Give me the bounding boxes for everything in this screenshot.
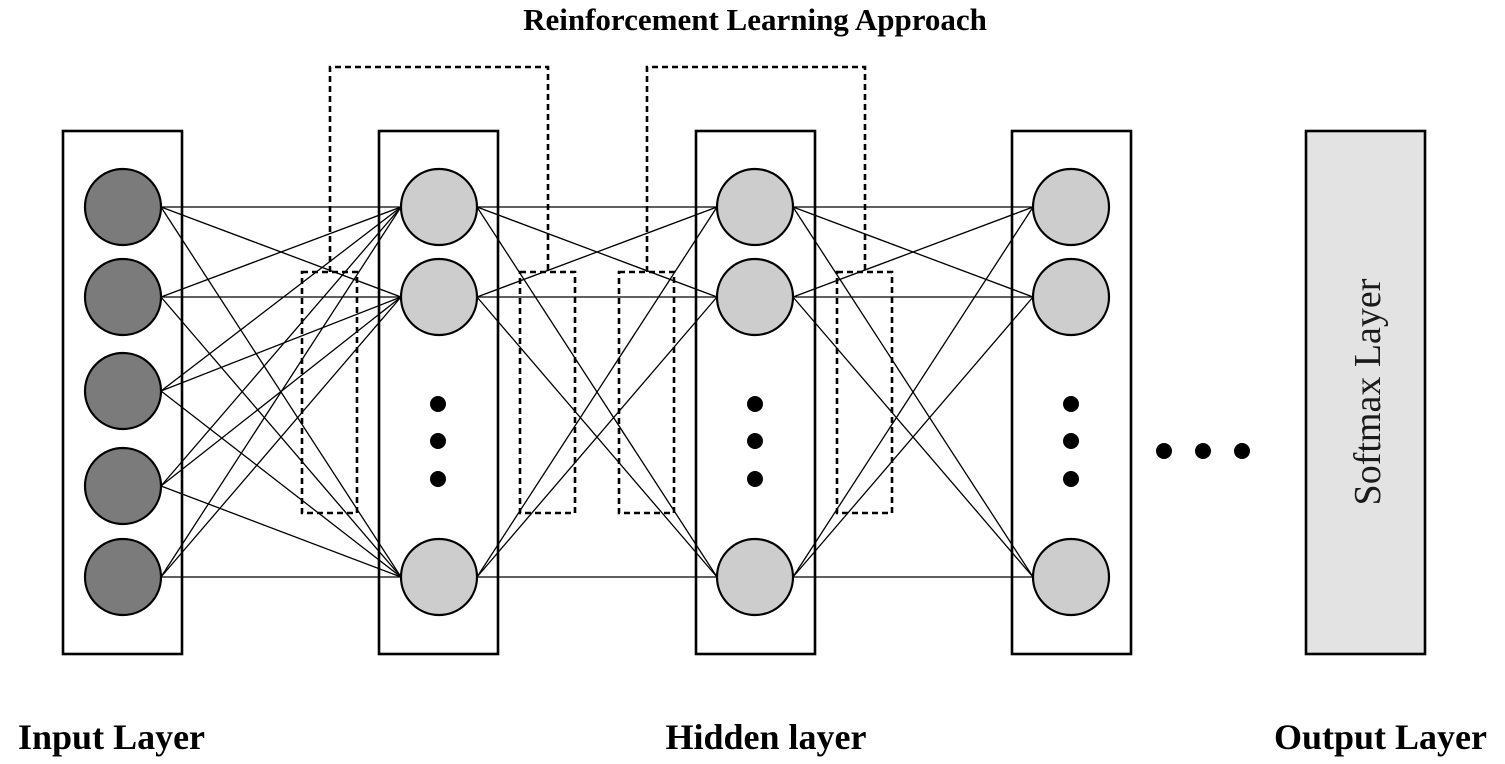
hidden-node [715,257,795,337]
layer-boxes-group [61,129,1133,656]
ellipsis-dot [430,433,446,449]
connection-line [160,296,402,392]
diagram-title: Reinforcement Learning Approach [523,2,987,37]
rl-loop-left [328,65,550,272]
connection-line [160,390,402,578]
connection-line [476,206,718,578]
connection-line [160,206,402,298]
connection-line [792,206,1034,578]
ellipsis-dots-group [430,396,1250,487]
hidden-node [1031,167,1111,247]
dropout-box-3 [617,270,676,515]
ellipsis-dot [430,396,446,412]
ellipsis-dot [747,396,763,412]
dropout-box-1 [300,270,359,515]
ellipsis-dot [1063,471,1079,487]
connection-line [792,296,1034,578]
input-node [83,351,163,431]
hidden-layer-box-3 [1010,129,1133,656]
connection-line [476,296,718,578]
input-node [83,167,163,247]
ellipsis-dot [1234,443,1250,459]
dropout-box-2 [518,270,577,515]
output-layer-label: Output Layer [1274,717,1487,757]
ellipsis-dot [747,433,763,449]
hidden-node [399,537,479,617]
connections-group [160,206,1034,578]
softmax-layer-label: Softmax Layer [1347,278,1389,505]
connection-line [160,485,402,578]
hidden-layer-box-1 [377,129,500,656]
input-layer-box [61,129,184,656]
hidden-node [1031,257,1111,337]
hidden-layer-label: Hidden layer [665,717,866,757]
reinforcement-loops-group [328,65,867,272]
connection-line [160,206,402,487]
hidden-node [399,257,479,337]
dropout-boxes-group [300,270,894,515]
input-layer-label: Input Layer [18,717,205,757]
connection-line [792,206,1034,298]
ellipsis-dot [747,471,763,487]
hidden-node [1031,537,1111,617]
rl-loop-right [645,65,867,272]
ellipsis-dot [430,471,446,487]
nodes-group [83,167,1111,617]
input-node [83,257,163,337]
connection-line [160,206,402,392]
ellipsis-dot [1063,396,1079,412]
ellipsis-dot [1156,443,1172,459]
connection-line [160,206,402,578]
input-node [83,446,163,526]
hidden-layer-box-2 [694,129,817,656]
dropout-box-4 [835,270,894,515]
ellipsis-dot [1063,433,1079,449]
softmax-layer-box [1304,129,1427,656]
connection-line [476,206,718,298]
connection-line [160,296,402,578]
input-node [83,537,163,617]
ellipsis-dot [1195,443,1211,459]
hidden-node [399,167,479,247]
hidden-node [715,537,795,617]
hidden-node [715,167,795,247]
